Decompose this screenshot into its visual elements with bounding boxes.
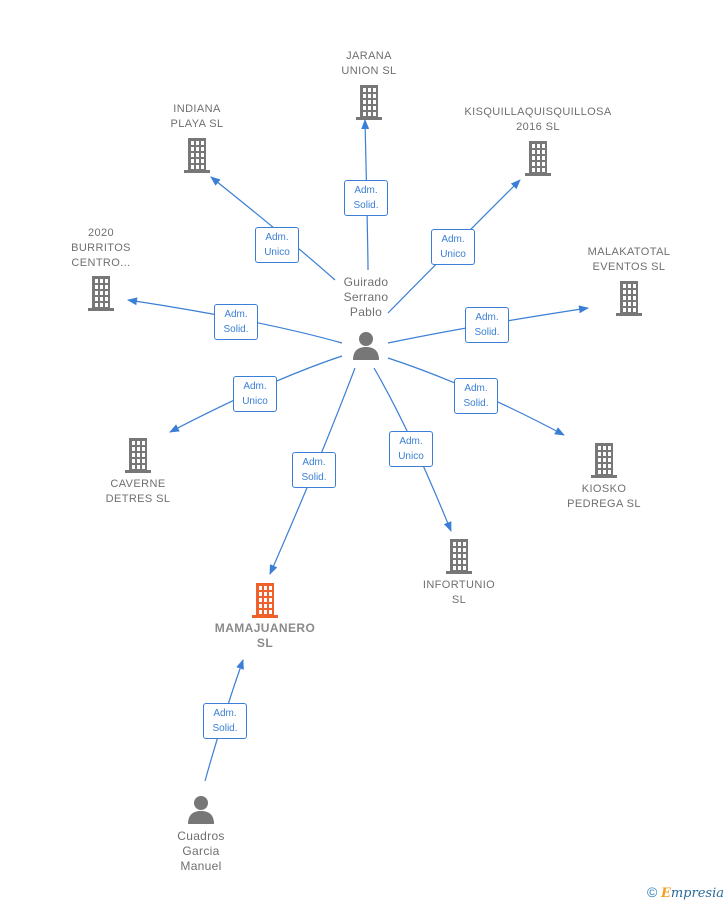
- building-icon: [591, 443, 617, 478]
- building-icon: [356, 85, 382, 120]
- building-icon: [184, 138, 210, 173]
- edge-label-guirado-kiosko[interactable]: Adm. Solid.: [454, 378, 498, 414]
- edge-label-guirado-malakatotal[interactable]: Adm. Solid.: [465, 307, 509, 343]
- person-node-guirado[interactable]: [351, 330, 381, 365]
- person-node-cuadros[interactable]: [186, 794, 216, 829]
- copyright-symbol: ©: [646, 884, 658, 900]
- company-label-kiosko[interactable]: KIOSKO PEDREGA SL: [567, 483, 641, 510]
- edge-label-guirado-burritos[interactable]: Adm. Solid.: [214, 304, 258, 340]
- person-icon: [353, 332, 379, 360]
- company-node-kisquilla[interactable]: [522, 140, 554, 181]
- building-icon: [125, 438, 151, 473]
- company-label-malakatotal[interactable]: MALAKATOTAL EVENTOS SL: [587, 246, 671, 273]
- brand-name: mpresia: [670, 886, 724, 901]
- person-icon: [188, 796, 214, 824]
- company-label-kisquilla[interactable]: KISQUILLAQUISQUILLOSA 2016 SL: [464, 106, 612, 133]
- company-label-jarana[interactable]: JARANA UNION SL: [341, 50, 397, 77]
- empresia-brand[interactable]: © Empresia: [647, 884, 724, 901]
- company-label-caverne[interactable]: CAVERNE DETRES SL: [105, 478, 171, 505]
- building-icon: [88, 276, 114, 311]
- company-node-burritos[interactable]: [85, 275, 117, 316]
- edge-guirado-jarana: [361, 119, 370, 271]
- person-label-guirado[interactable]: Guirado Serrano Pablo: [343, 275, 389, 319]
- building-icon: [446, 539, 472, 574]
- company-node-caverne[interactable]: [122, 437, 154, 478]
- edge-label-cuadros-mamajuanero[interactable]: Adm. Solid.: [203, 703, 247, 739]
- company-node-mamajuanero[interactable]: [249, 582, 281, 623]
- person-label-cuadros[interactable]: Cuadros Garcia Manuel: [177, 829, 225, 873]
- building-icon: [616, 281, 642, 316]
- company-label-mamajuanero[interactable]: MAMAJUANERO SL: [214, 621, 316, 650]
- edge-label-guirado-caverne[interactable]: Adm. Unico: [233, 376, 277, 412]
- company-node-jarana[interactable]: [353, 84, 385, 125]
- company-label-infortunio[interactable]: INFORTUNIO SL: [422, 579, 496, 606]
- brand-initial: E: [660, 886, 671, 901]
- company-label-burritos[interactable]: 2020 BURRITOS CENTRO...: [71, 227, 131, 269]
- company-node-kiosko[interactable]: [588, 442, 620, 483]
- company-node-infortunio[interactable]: [443, 538, 475, 579]
- company-node-malakatotal[interactable]: [613, 280, 645, 321]
- building-icon: [252, 583, 278, 618]
- company-label-indiana[interactable]: INDIANA PLAYA SL: [170, 103, 224, 130]
- edge-label-guirado-jarana[interactable]: Adm. Solid.: [344, 180, 388, 216]
- company-node-indiana[interactable]: [181, 137, 213, 178]
- edge-label-guirado-indiana[interactable]: Adm. Unico: [255, 227, 299, 263]
- edge-label-guirado-infortunio[interactable]: Adm. Unico: [389, 431, 433, 467]
- edge-label-guirado-mamajuanero[interactable]: Adm. Solid.: [292, 452, 336, 488]
- edge-label-guirado-kisquilla[interactable]: Adm. Unico: [431, 229, 475, 265]
- building-icon: [525, 141, 551, 176]
